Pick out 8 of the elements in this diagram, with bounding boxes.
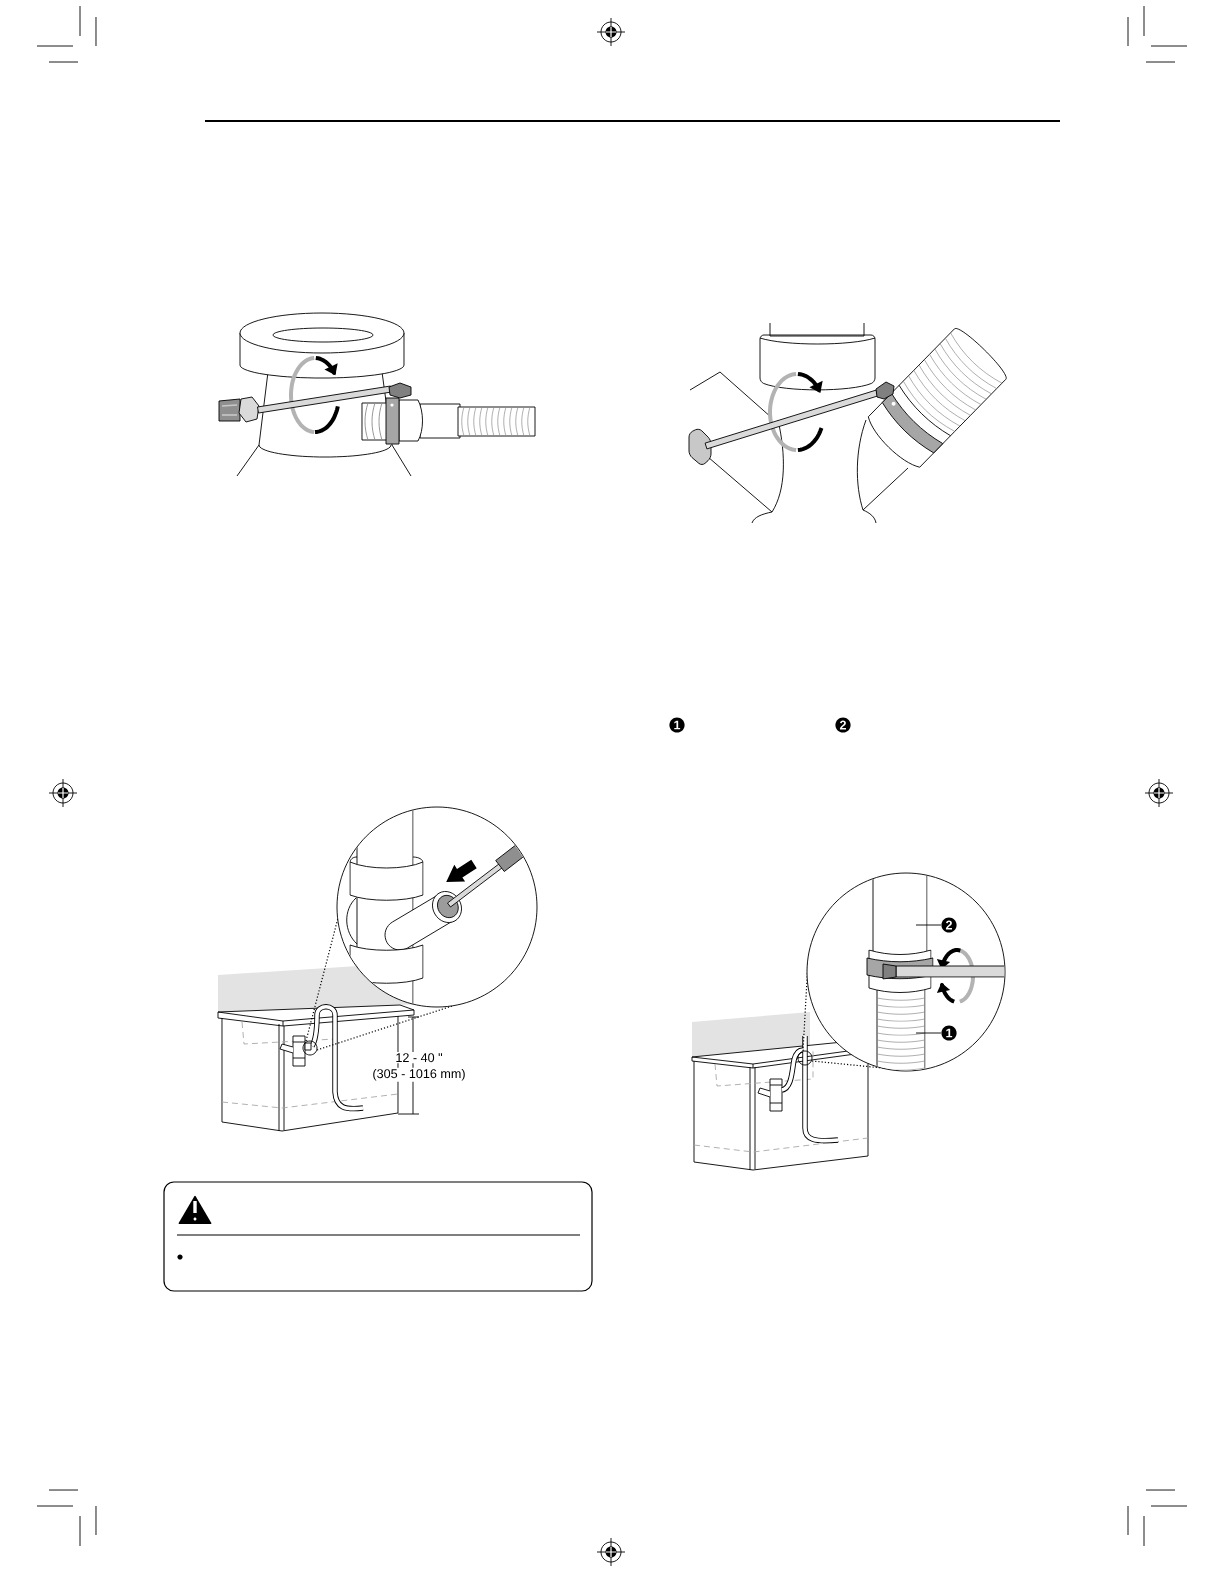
callout-number: 1 xyxy=(941,1025,957,1041)
callout-number: 2 xyxy=(835,717,851,733)
callout-number: 2 xyxy=(941,917,957,933)
leader-line xyxy=(915,1032,942,1034)
dimension-label: 12 - 40 " xyxy=(394,1052,444,1064)
dimension-label: (305 - 1016 mm) xyxy=(371,1067,467,1082)
leader-line xyxy=(915,924,942,926)
callout-number: 1 xyxy=(669,717,685,733)
